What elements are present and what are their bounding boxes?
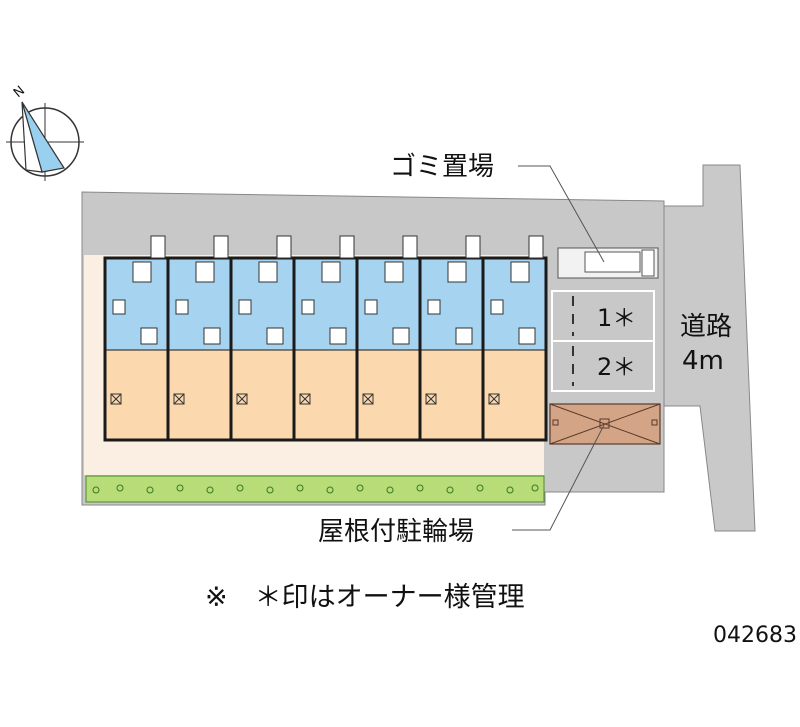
unit xyxy=(355,235,422,442)
parking-2-label: 2＊ xyxy=(597,353,636,381)
bicycle-label: 屋根付駐輪場 xyxy=(318,517,474,547)
hedge xyxy=(85,475,545,503)
unit xyxy=(103,235,170,442)
unit xyxy=(418,235,485,442)
building xyxy=(103,235,548,442)
parking-space-2 xyxy=(551,340,655,392)
garbage-leader xyxy=(518,165,605,263)
compass-north-label: N xyxy=(11,83,28,101)
unit xyxy=(166,235,233,442)
compass-icon: N xyxy=(6,83,84,181)
bicycle-shelter xyxy=(549,403,661,445)
bicycle-leader xyxy=(512,424,605,531)
unit xyxy=(229,235,296,442)
road xyxy=(663,164,756,532)
map-id: 042683 xyxy=(713,623,797,648)
garbage-label: ゴミ置場 xyxy=(390,152,494,182)
unit xyxy=(292,235,359,442)
road-label: 道路 xyxy=(680,312,732,342)
owner-note: ※ ＊印はオーナー様管理 xyxy=(205,582,525,613)
road-width-label: 4m xyxy=(682,346,724,376)
unit xyxy=(481,235,548,442)
parking-lot: 1＊ 2＊ xyxy=(551,290,655,392)
parking-1-label: 1＊ xyxy=(597,304,636,332)
